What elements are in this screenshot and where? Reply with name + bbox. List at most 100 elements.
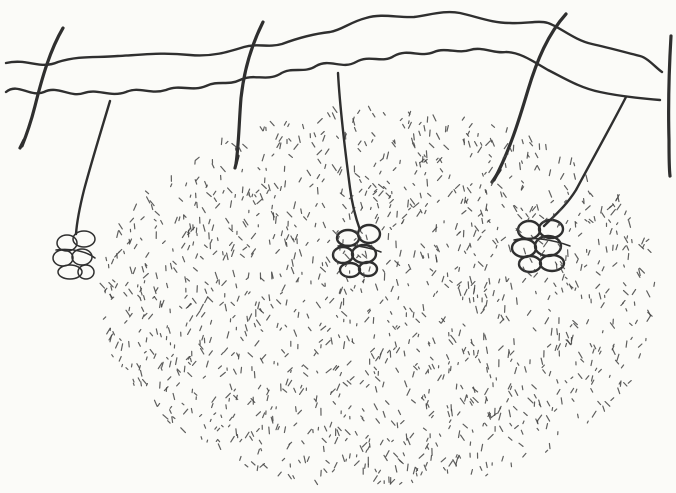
speckle-mark [294, 202, 296, 209]
speckle-mark [234, 369, 237, 374]
speckle-mark [478, 350, 479, 354]
speckle-mark [441, 458, 445, 462]
speckle-mark [257, 214, 259, 216]
speckle-mark [510, 176, 512, 178]
speckle-mark [555, 292, 557, 294]
speckle-mark [280, 143, 281, 149]
speckle-mark [115, 284, 117, 288]
speckle-mark [374, 476, 378, 481]
speckle-mark [436, 225, 437, 232]
speckle-mark [119, 357, 121, 362]
speckle-mark [400, 483, 402, 485]
speckle-mark [599, 347, 601, 351]
speckle-mark [581, 359, 584, 362]
speckle-mark [200, 326, 202, 331]
speckle-mark [121, 344, 122, 351]
speckle-mark [488, 434, 493, 439]
speckle-mark [606, 247, 607, 252]
speckle-mark [459, 289, 461, 296]
speckle-mark [388, 321, 389, 323]
speckle-mark [540, 215, 544, 218]
speckle-mark [366, 450, 367, 452]
speckle-mark [436, 443, 438, 446]
speckle-mark [411, 199, 415, 204]
speckle-mark [294, 310, 296, 312]
speckle-mark [599, 293, 601, 299]
speckle-mark [358, 110, 360, 113]
speckle-mark [168, 377, 171, 380]
speckle-mark [500, 426, 503, 431]
speckle-mark [456, 455, 457, 458]
speckle-mark [154, 219, 156, 221]
speckle-mark [372, 354, 375, 359]
speckle-mark [205, 297, 208, 303]
speckle-mark [450, 420, 451, 422]
speckle-mark [195, 157, 199, 160]
speckle-mark [226, 218, 229, 223]
speckle-mark [257, 429, 260, 432]
speckle-mark [147, 384, 148, 386]
speckle-mark [245, 432, 249, 438]
speckle-mark [378, 481, 381, 484]
speckle-mark [472, 223, 473, 226]
speckle-mark [245, 331, 247, 335]
speckle-mark [371, 348, 375, 352]
speckle-mark [493, 240, 496, 244]
speckle-mark [132, 364, 133, 367]
speckle-mark [579, 352, 582, 358]
speckle-mark [506, 277, 507, 282]
speckle-mark [567, 340, 570, 345]
speckle-mark [269, 240, 270, 244]
speckle-mark [376, 357, 379, 361]
speckle-mark [249, 314, 252, 320]
speckle-mark [214, 413, 216, 415]
speckle-mark [591, 360, 592, 365]
speckle-mark [585, 220, 587, 222]
speckle-mark [344, 289, 346, 294]
speckle-mark [537, 428, 539, 430]
speckle-mark [492, 125, 495, 128]
speckle-mark [301, 209, 302, 213]
speckle-mark [598, 239, 599, 244]
speckle-mark [397, 326, 399, 329]
speckle-mark [534, 395, 536, 398]
speckle-mark [366, 235, 367, 239]
speckle-mark [531, 235, 533, 237]
speckle-mark [459, 431, 460, 438]
speckle-mark [458, 245, 460, 251]
speckle-mark [182, 243, 185, 248]
speckle-mark [406, 269, 410, 273]
speckle-mark [465, 251, 466, 253]
speckle-mark [425, 173, 426, 175]
speckle-mark [267, 190, 269, 193]
speckle-mark [259, 440, 261, 444]
speckle-mark [182, 232, 186, 238]
speckle-mark [170, 410, 172, 414]
speckle-mark [294, 144, 298, 149]
speckle-mark [456, 457, 458, 462]
speckle-mark [542, 365, 544, 367]
speckle-mark [138, 295, 141, 298]
speckle-mark [341, 189, 342, 193]
speckle-mark [574, 174, 575, 180]
speckle-mark [489, 161, 490, 163]
speckle-mark [472, 430, 473, 432]
speckle-mark [488, 220, 490, 222]
speckle-mark [326, 262, 328, 266]
speckle-mark [251, 432, 253, 437]
speckle-mark [440, 434, 441, 436]
speckle-mark [374, 404, 377, 410]
speckle-mark [318, 239, 320, 241]
gland-duct-1 [76, 101, 110, 234]
speckle-mark [386, 297, 388, 300]
speckle-mark [141, 382, 142, 386]
speckle-mark [241, 367, 242, 373]
speckle-mark [322, 284, 324, 286]
speckle-mark [549, 170, 550, 176]
speckle-mark [394, 348, 396, 350]
speckle-mark [240, 439, 242, 441]
speckle-mark [562, 274, 564, 280]
speckle-mark [438, 375, 441, 380]
speckle-mark [592, 411, 596, 417]
speckle-mark [242, 169, 243, 171]
